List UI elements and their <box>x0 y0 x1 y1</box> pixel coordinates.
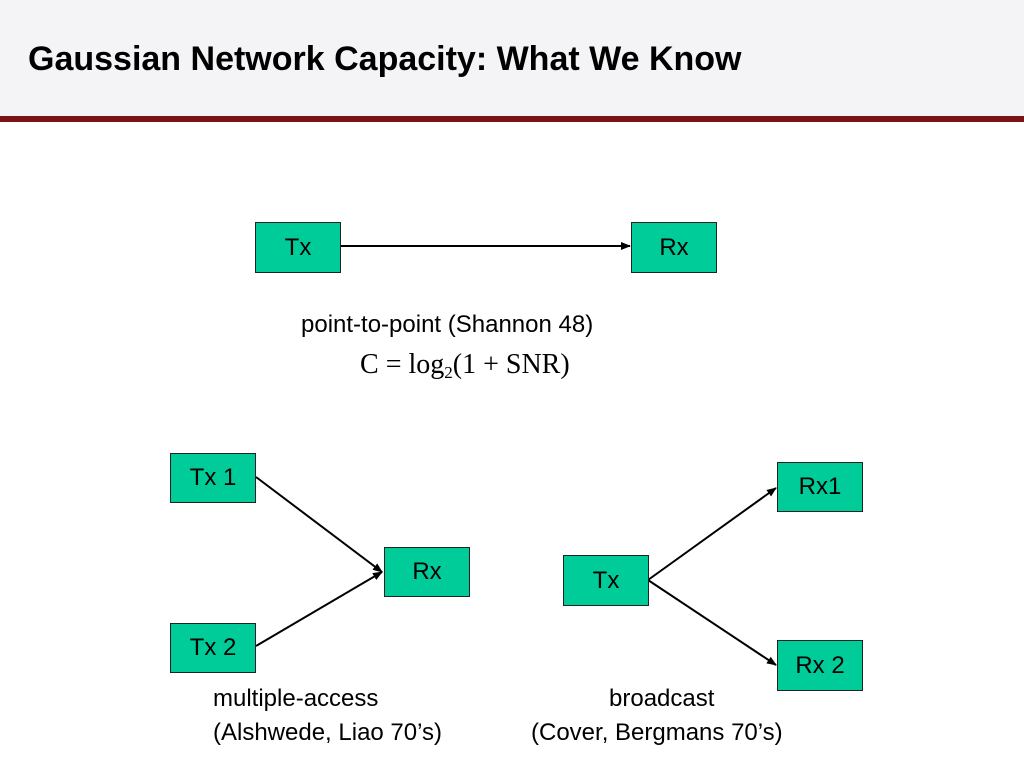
mac-caption-line2: (Alshwede, Liao 70’s) <box>213 719 443 746</box>
formula-log: log <box>408 349 445 380</box>
title-divider <box>0 116 1024 122</box>
mac-caption-line1: multiple-access <box>213 685 379 712</box>
formula-base: 2 <box>444 363 453 382</box>
bc-caption-line1: broadcast <box>609 685 715 712</box>
mac-arrow-tx1 <box>255 476 383 573</box>
bc-arrow-rx1 <box>647 487 777 581</box>
bc-rx2-node: Rx 2 <box>777 640 863 691</box>
mac-tx2-node: Tx 2 <box>170 623 256 673</box>
bc-arrow-rx2 <box>647 579 777 666</box>
formula-snr: SNR <box>505 349 561 380</box>
capacity-formula: C = log2(1 + SNR) <box>360 349 570 383</box>
bc-caption-line2: (Cover, Bergmans 70’s) <box>531 719 783 746</box>
p2p-caption: point-to-point (Shannon 48) <box>301 311 594 338</box>
formula-close: ) <box>560 349 570 380</box>
formula-equals: = <box>385 349 402 380</box>
formula-lhs: C <box>360 349 379 380</box>
formula-open: ( <box>452 349 463 380</box>
bc-tx-node: Tx <box>563 555 649 606</box>
slide-title: Gaussian Network Capacity: What We Know <box>28 40 742 78</box>
p2p-rx-node: Rx <box>631 222 717 273</box>
header-band <box>0 0 1024 118</box>
mac-arrow-tx2 <box>255 571 383 647</box>
p2p-tx-node: Tx <box>255 222 341 273</box>
mac-tx1-node: Tx 1 <box>170 453 256 503</box>
bc-rx1-node: Rx1 <box>777 462 863 512</box>
formula-plus: + <box>483 349 499 380</box>
formula-one: 1 <box>462 349 477 380</box>
mac-rx-node: Rx <box>384 547 470 597</box>
